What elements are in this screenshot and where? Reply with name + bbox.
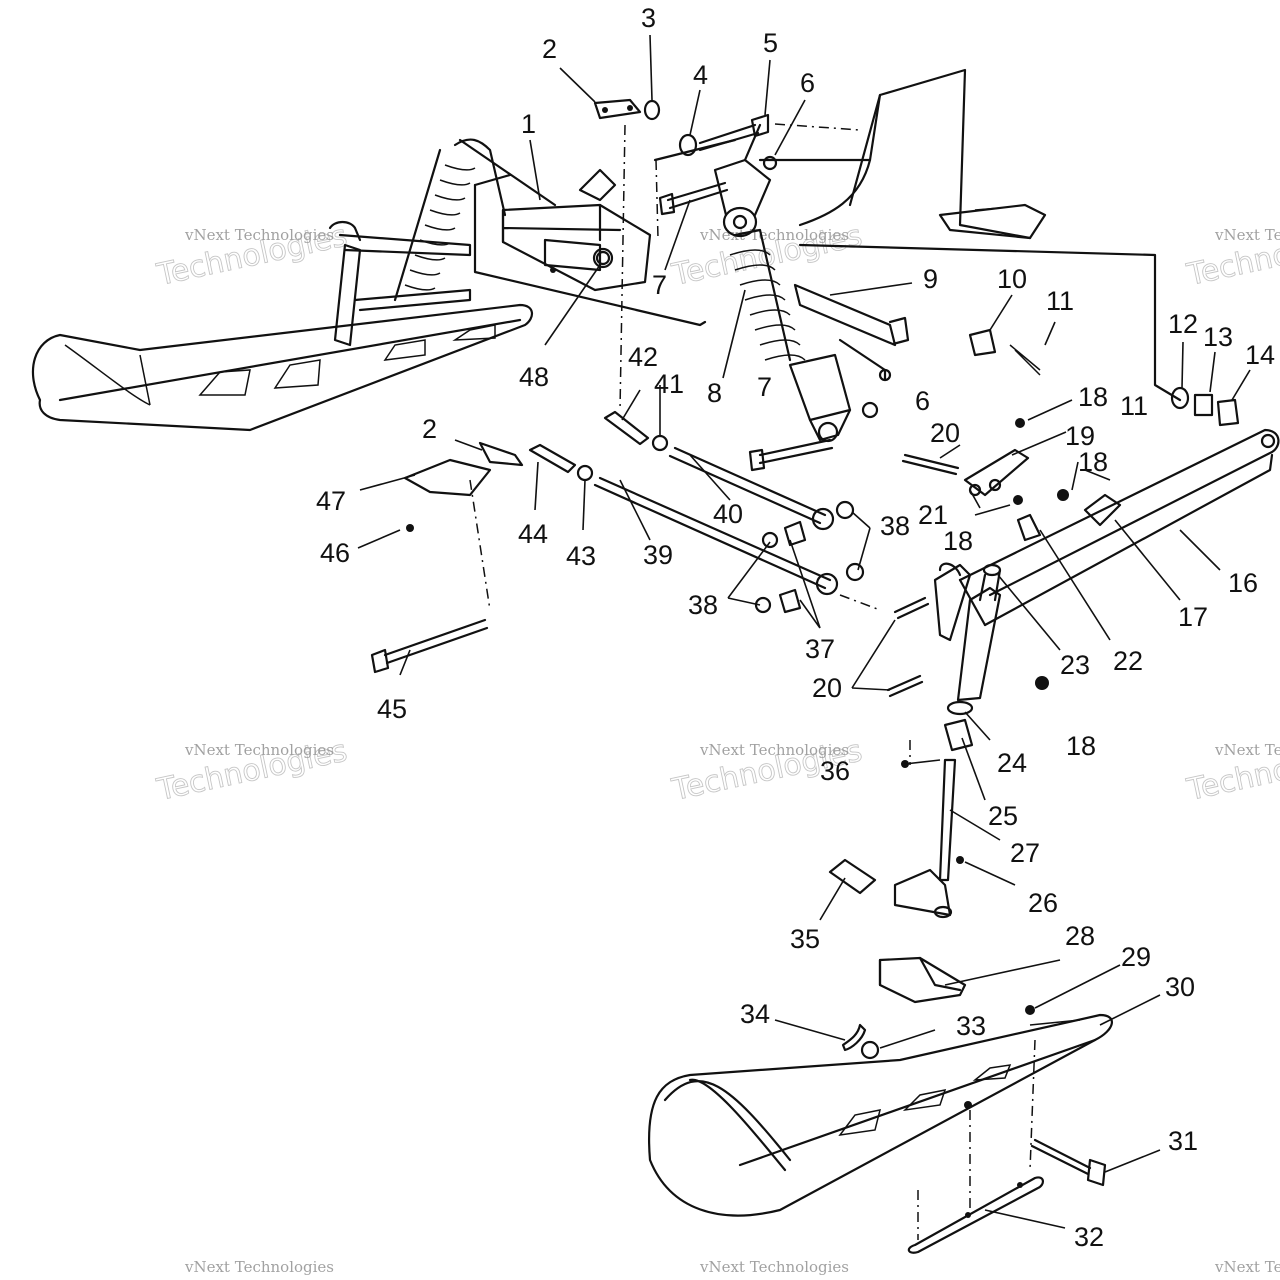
drawing-layer — [31, 34, 1280, 1254]
callout-label: 30 — [1165, 972, 1195, 1002]
callout-label: 11 — [1046, 286, 1074, 316]
callout-label: 37 — [805, 634, 835, 664]
callout-label: 43 — [566, 541, 596, 571]
callout-label: 24 — [997, 748, 1027, 778]
callout-label: 12 — [1168, 309, 1198, 339]
callout-label: 33 — [956, 1011, 986, 1041]
part-8-shock — [713, 123, 852, 443]
callout-label: 32 — [1074, 1222, 1104, 1252]
callout-label: 8 — [707, 378, 722, 408]
callout-label: 26 — [1028, 888, 1058, 918]
callout-label: 7 — [652, 270, 667, 300]
callout-label: 42 — [628, 342, 658, 372]
watermark-text: vNext Technologies — [184, 741, 334, 759]
callout-label: 25 — [988, 801, 1018, 831]
callout-label: 19 — [1065, 421, 1095, 451]
part-30-ski — [648, 1013, 1113, 1217]
callout-label: 38 — [688, 590, 718, 620]
callout-label: 40 — [713, 499, 743, 529]
watermark-text: vNext Technologies — [184, 1258, 334, 1276]
callout-label: 47 — [316, 486, 346, 516]
callout-label: 5 — [763, 28, 778, 58]
callout-label: 28 — [1065, 921, 1095, 951]
callout-label: 16 — [1228, 568, 1258, 598]
spindle-housing — [933, 563, 1002, 752]
watermark-text: vNext Technologies — [699, 1258, 849, 1276]
callout-label: 6 — [800, 68, 815, 98]
callout-label: 38 — [880, 511, 910, 541]
callout-label: 41 — [654, 369, 684, 399]
callout-label: 11 — [1120, 391, 1148, 421]
callout-label: 13 — [1203, 322, 1233, 352]
callout-label: 36 — [820, 756, 850, 786]
callout-label: 17 — [1178, 602, 1208, 632]
watermark-text: vNext Technologies — [184, 226, 334, 244]
callout-label: 23 — [1060, 650, 1090, 680]
callout-label: 39 — [643, 540, 673, 570]
callout-label: 7 — [757, 372, 772, 402]
callout-label: 9 — [923, 264, 938, 294]
callout-label: 18 — [1078, 447, 1108, 477]
callout-label: 3 — [641, 3, 656, 33]
watermark-text: vNext Technologies — [699, 741, 849, 759]
callout-label: 1 — [521, 109, 536, 139]
callout-label: 44 — [518, 519, 548, 549]
callout-label: 18 — [1078, 382, 1108, 412]
callout-label: 48 — [519, 362, 549, 392]
part-1-bracket — [501, 168, 652, 292]
callout-label: 27 — [1010, 838, 1040, 868]
callout-label: 46 — [320, 538, 350, 568]
callout-label: 2 — [422, 414, 437, 444]
callout-label: 22 — [1113, 646, 1143, 676]
callout-label: 29 — [1121, 942, 1151, 972]
watermark-text: vNext Technologies — [1214, 226, 1280, 244]
part-9-arm — [793, 283, 910, 382]
callout-label: 45 — [377, 694, 407, 724]
watermark-text: vNext Technologies — [1214, 741, 1280, 759]
callout-labels: 1 2 2 3 4 5 6 6 7 7 8 9 10 11 11 12 13 1… — [316, 3, 1275, 1252]
callout-label: 2 — [542, 34, 557, 64]
callout-label: 20 — [930, 418, 960, 448]
leader-lines — [357, 34, 1251, 1229]
watermark-text: vNext Technologies — [1214, 1258, 1280, 1276]
part-16-trailing-arm — [938, 428, 1280, 627]
callout-label: 18 — [1066, 731, 1096, 761]
callout-label: 6 — [915, 386, 930, 416]
callout-label: 10 — [997, 264, 1027, 294]
callout-label: 4 — [693, 60, 708, 90]
part-27-spindle — [828, 758, 957, 919]
callout-label: 21 — [918, 500, 948, 530]
callout-label: 35 — [790, 924, 820, 954]
callout-label: 18 — [943, 526, 973, 556]
watermark-text: vNext Technologies — [699, 226, 849, 244]
callout-label: 31 — [1168, 1126, 1198, 1156]
part-28-block — [878, 956, 967, 1004]
callout-label: 14 — [1245, 340, 1275, 370]
left-ski-assembly — [31, 138, 557, 432]
callout-label: 34 — [740, 999, 770, 1029]
frame-bulkhead — [473, 68, 1182, 402]
hardware — [370, 98, 1240, 1240]
part-32-wear-rod — [907, 1176, 1044, 1254]
callout-label: 20 — [812, 673, 842, 703]
